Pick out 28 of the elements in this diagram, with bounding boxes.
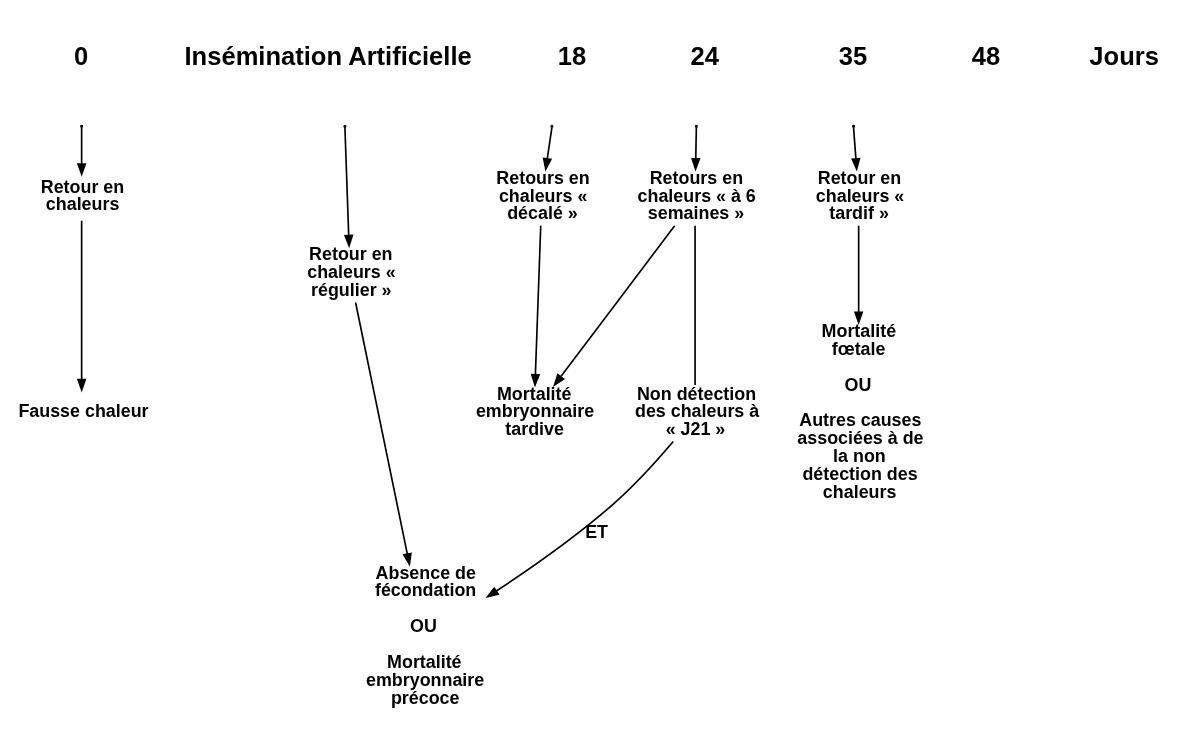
node-text: Mortalité fœtale OU Autres causes associées à de la non détection des chaleurs [797, 320, 924, 502]
arrow [530, 224, 542, 388]
node-text: Retour en chaleurs « régulier » [307, 244, 396, 301]
node-text: Mortalité embryonnaire tardive [475, 383, 595, 440]
label: 24 [690, 42, 720, 71]
arrow [354, 301, 412, 567]
label: 35 [838, 42, 868, 71]
label: Jours [1089, 42, 1159, 71]
node-text: Retour en chaleurs [40, 176, 125, 215]
edge-label: ET [585, 521, 609, 542]
arrow [851, 126, 861, 172]
node-text: Retours en chaleurs « décalé » [496, 167, 590, 224]
arrow [76, 219, 87, 393]
label: 48 [971, 42, 1001, 71]
node-text: Non détection des chaleurs à « J21 » [635, 383, 760, 440]
label: 18 [557, 42, 587, 71]
label: 0 [73, 42, 89, 71]
arrow [553, 224, 676, 387]
connector [694, 224, 696, 386]
node-text: Retours en chaleurs « à 6 semaines » [637, 167, 756, 224]
node-text: Absence de fécondation OU Mortalité embryonnaire précoce [365, 562, 485, 708]
node-text: Fausse chaleur [18, 400, 149, 421]
arrow [853, 224, 864, 326]
node-text: Retour en chaleurs « tardif » [815, 167, 905, 224]
arrow [485, 440, 675, 599]
arrow [76, 126, 87, 177]
arrow [691, 126, 701, 172]
label: Insémination Artificielle [184, 42, 472, 71]
